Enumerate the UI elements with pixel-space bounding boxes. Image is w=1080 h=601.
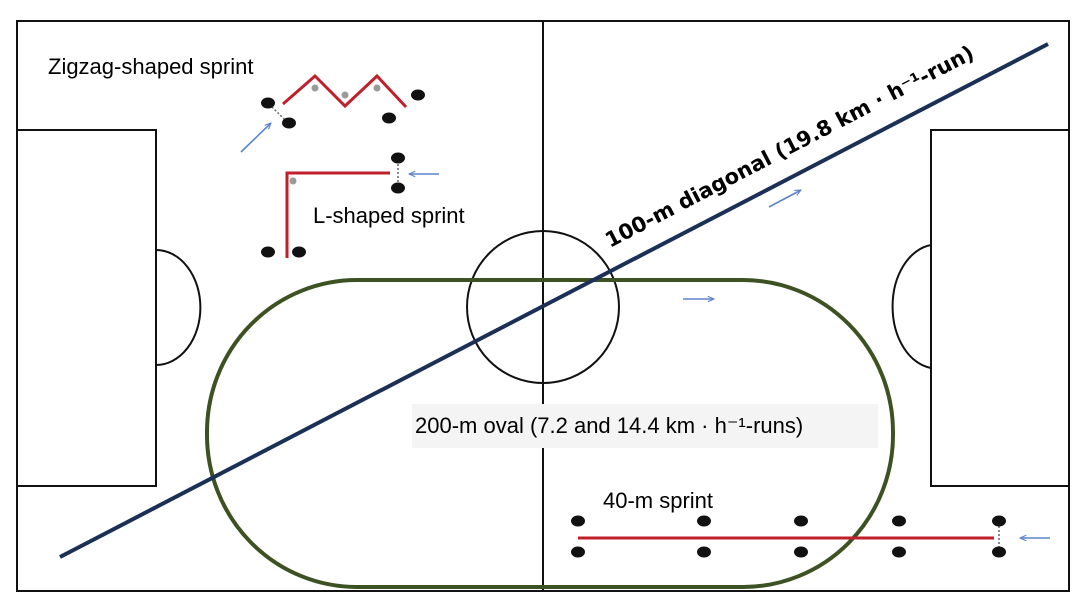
marker bbox=[289, 177, 297, 185]
right-penalty-box bbox=[930, 129, 1070, 487]
cone bbox=[892, 546, 906, 558]
cone bbox=[391, 152, 405, 164]
direction-arrow bbox=[768, 189, 801, 208]
zigzag-path bbox=[282, 73, 408, 109]
right-penalty-arc bbox=[891, 244, 932, 369]
cone bbox=[571, 515, 585, 527]
sprint-40m bbox=[571, 515, 1050, 558]
cone bbox=[992, 546, 1006, 558]
l-shaped-sprint bbox=[261, 152, 439, 258]
marker bbox=[341, 91, 349, 99]
left-penalty-box bbox=[16, 129, 157, 487]
direction-arrow bbox=[240, 123, 271, 153]
sprint40-label: 40-m sprint bbox=[603, 488, 713, 513]
zigzag-label: Zigzag-shaped sprint bbox=[48, 54, 253, 79]
cone bbox=[892, 515, 906, 527]
cone bbox=[382, 112, 396, 124]
cone bbox=[794, 515, 808, 527]
cone bbox=[571, 546, 585, 558]
left-penalty-arc bbox=[155, 249, 202, 366]
diagonal-track bbox=[59, 42, 1049, 559]
field-markings bbox=[16, 20, 1070, 592]
cone bbox=[697, 546, 711, 558]
l-path bbox=[285, 171, 390, 258]
marker bbox=[373, 84, 381, 92]
cone bbox=[411, 89, 425, 101]
cone bbox=[292, 246, 306, 258]
l-shaped-label: L-shaped sprint bbox=[313, 203, 465, 228]
center-circle bbox=[466, 230, 620, 384]
cone bbox=[992, 515, 1006, 527]
cone bbox=[794, 546, 808, 558]
cone bbox=[261, 246, 275, 258]
cone bbox=[282, 117, 296, 129]
cone bbox=[697, 515, 711, 527]
cone bbox=[391, 182, 405, 194]
diagonal-label: 100-m diagonal (19.8 km · h⁻¹-run) bbox=[601, 41, 978, 253]
cone bbox=[261, 97, 275, 109]
oval-label: 200-m oval (7.2 and 14.4 km · h⁻¹-runs) bbox=[415, 413, 803, 438]
zigzag-sprint bbox=[240, 73, 425, 153]
marker bbox=[311, 84, 319, 92]
oval-track bbox=[205, 278, 895, 589]
oval-label-background bbox=[412, 404, 878, 448]
